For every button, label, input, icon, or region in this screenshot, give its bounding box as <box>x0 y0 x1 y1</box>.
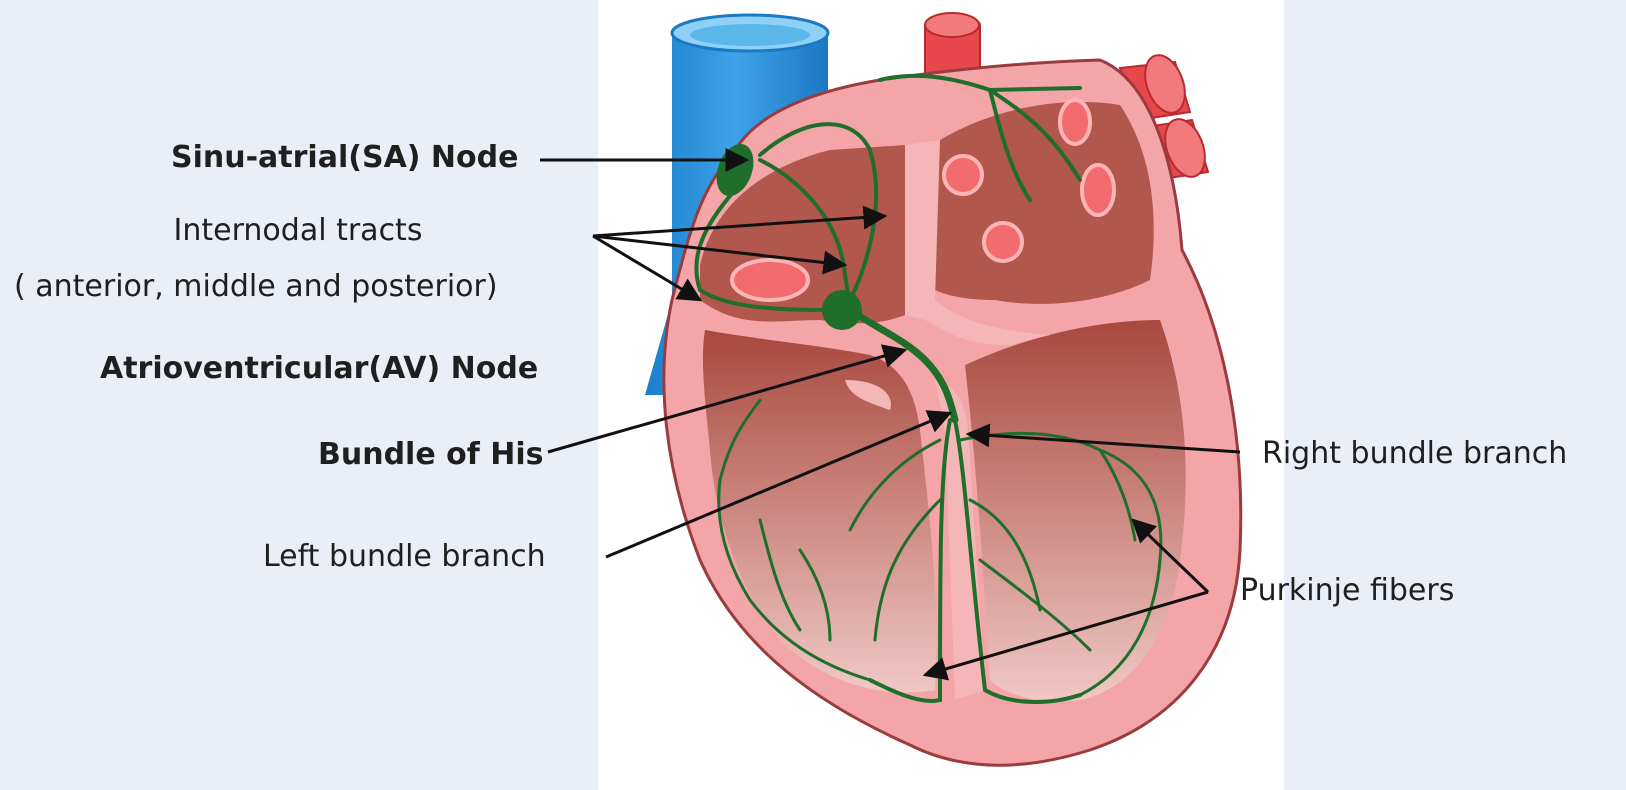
label-sa-node: Sinu-atrial(SA) Node <box>171 141 518 175</box>
label-right-bundle-branch: Right bundle branch <box>1262 437 1567 471</box>
right-ventricle <box>703 330 936 693</box>
label-internodal-detail: ( anterior, middle and posterior) <box>14 270 498 304</box>
label-purkinje-fibers: Purkinje fibers <box>1240 574 1454 608</box>
left-ventricle <box>965 320 1186 701</box>
label-bundle-of-his: Bundle of His <box>318 438 543 472</box>
label-internodal-tracts: Internodal tracts <box>138 214 458 248</box>
av-node <box>822 290 862 330</box>
label-av-node: Atrioventricular(AV) Node <box>100 352 538 386</box>
label-left-bundle-branch: Left bundle branch <box>263 540 546 574</box>
